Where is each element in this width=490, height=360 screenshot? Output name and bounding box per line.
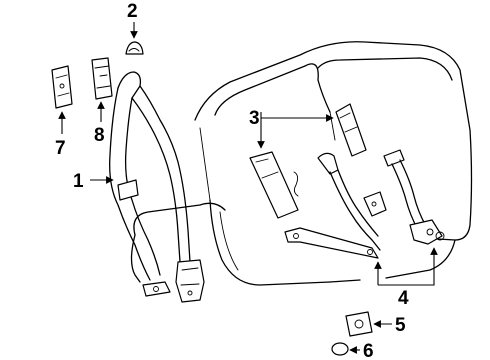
center-buckle-strap-right: [335, 103, 367, 157]
leader-lines: [58, 22, 438, 354]
callout-4: 4: [398, 288, 409, 309]
callout-7: 7: [55, 138, 66, 159]
anchor-cover-cap: [125, 41, 144, 55]
center-lap-belt: [284, 152, 381, 259]
right-outboard-belt: [363, 149, 445, 245]
callout-2: 2: [127, 1, 138, 22]
callout-5: 5: [395, 315, 406, 336]
callout-1: 1: [73, 171, 84, 192]
callout-8: 8: [94, 125, 105, 146]
center-buckle-strap-left: [249, 151, 299, 219]
callout-6: 6: [363, 341, 374, 360]
lap-shoulder-belt-assembly: [109, 71, 205, 303]
trim-plate-7: [51, 65, 73, 109]
trim-cover-5: [345, 311, 373, 337]
plug-cap-6: [331, 342, 349, 356]
callout-3: 3: [249, 108, 260, 129]
rear-seat-illustration: [130, 41, 473, 286]
belt-guide-bezel-8: [91, 57, 113, 100]
